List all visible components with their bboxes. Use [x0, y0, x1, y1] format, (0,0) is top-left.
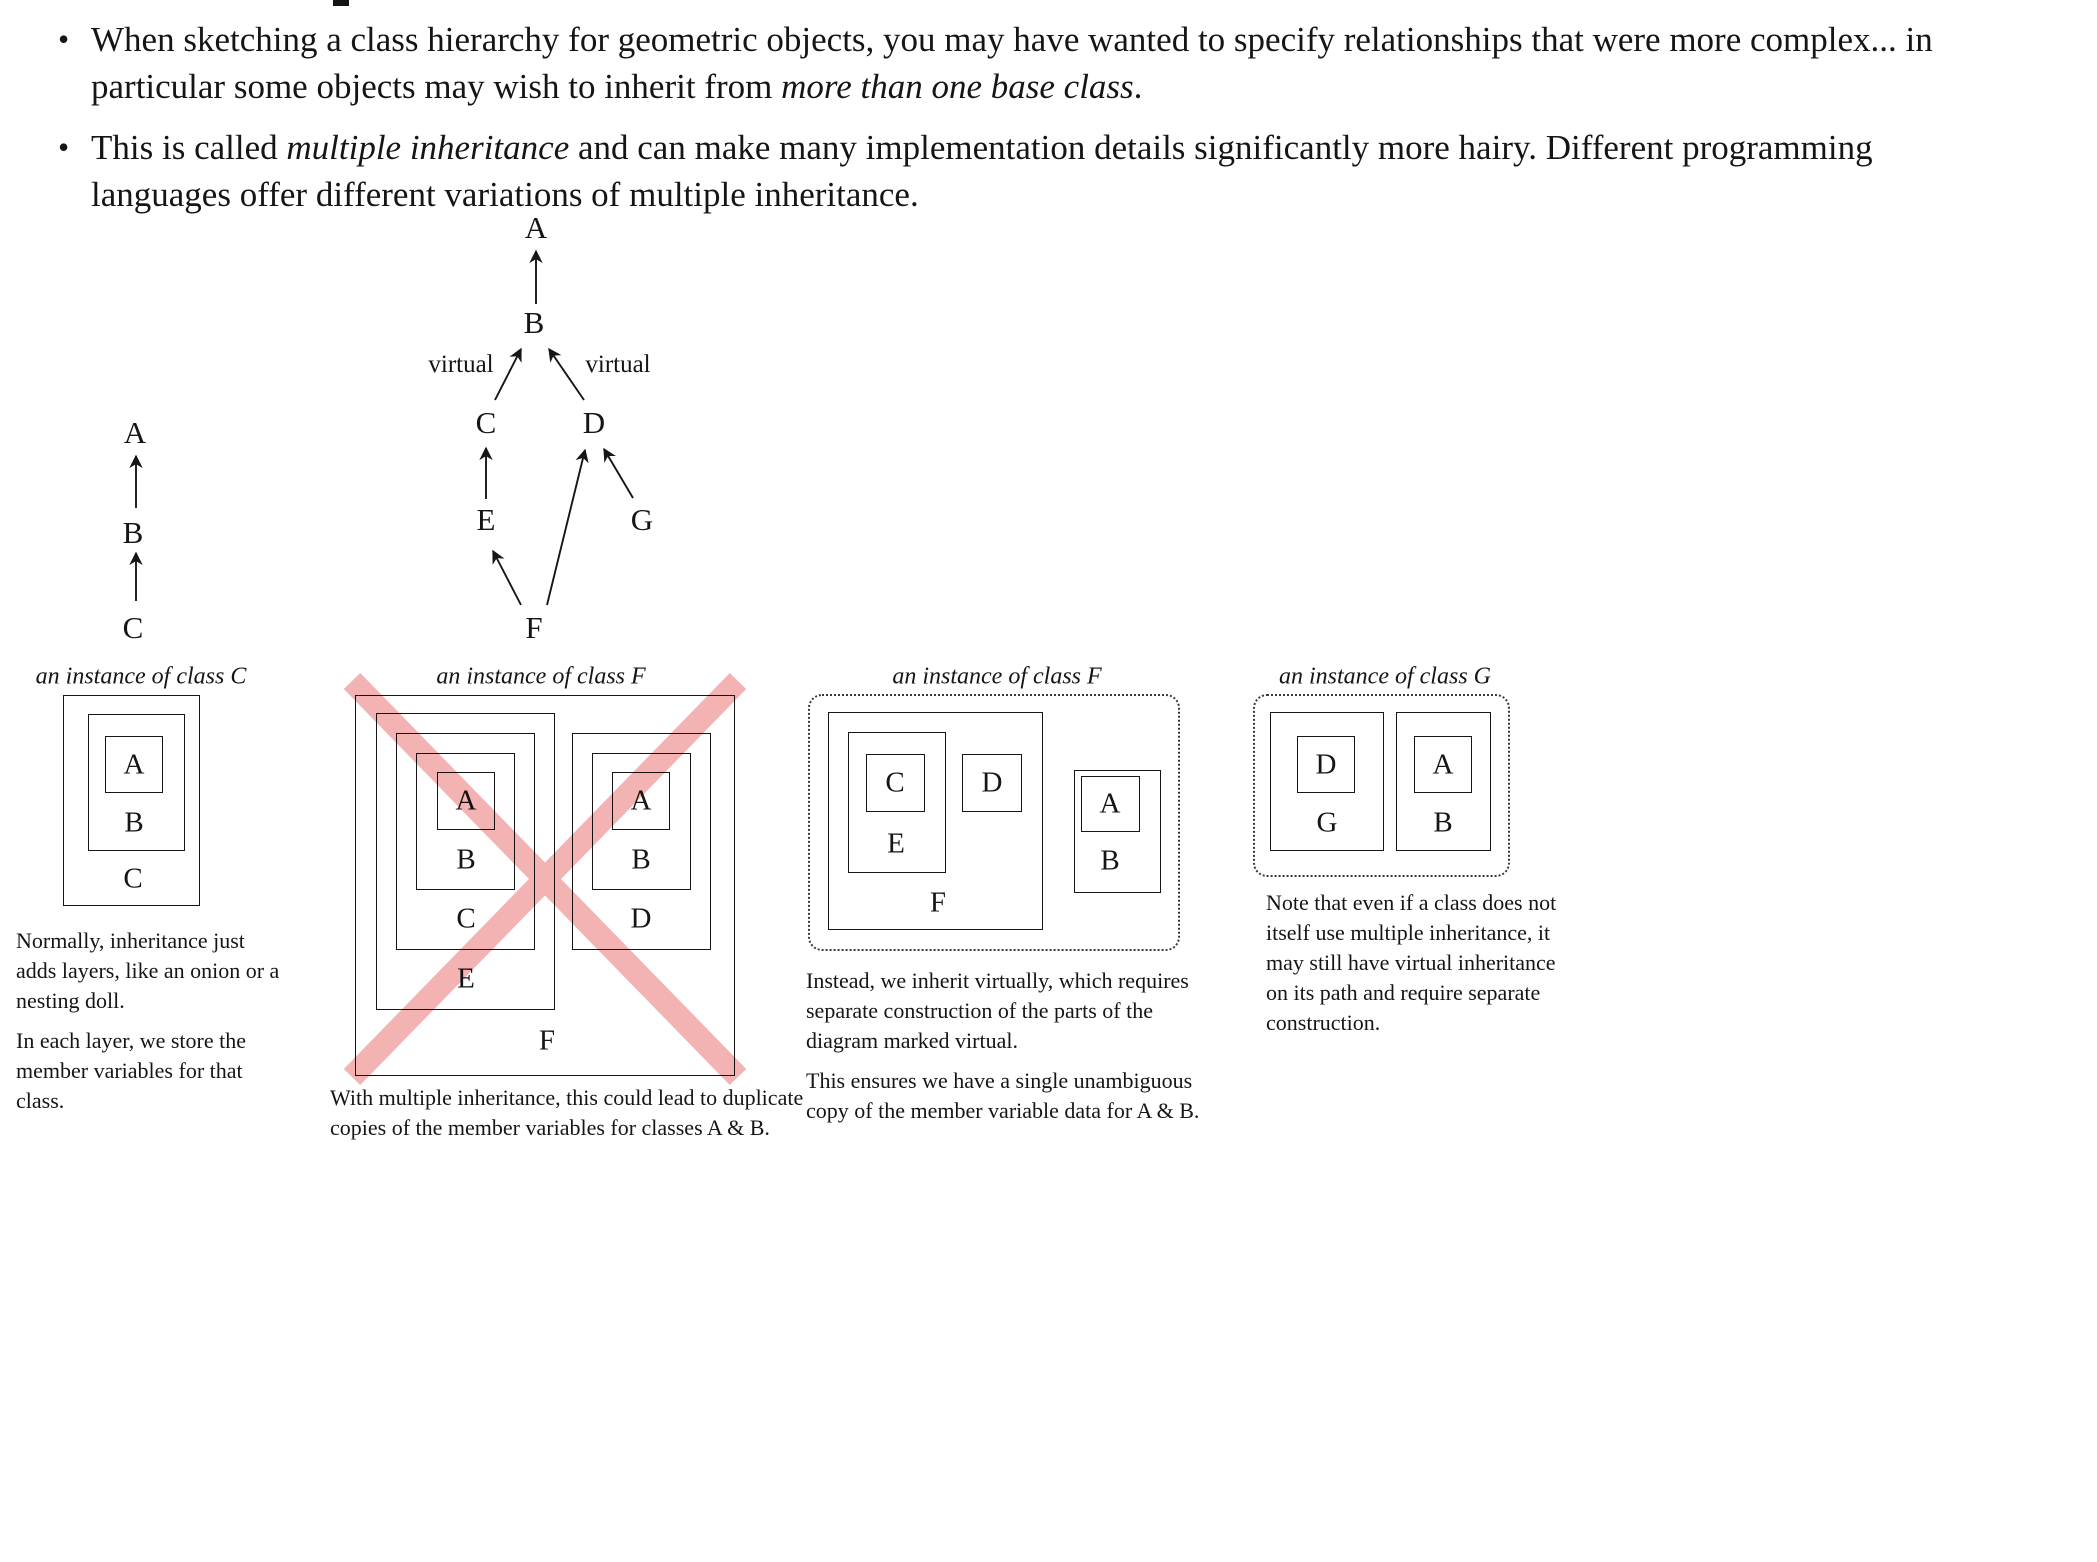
panel-4-box-d	[1297, 736, 1355, 793]
panel-3-dotted-boundary	[808, 694, 1180, 951]
panel-3-title: an instance of class F	[892, 663, 1102, 690]
panel-4-box-g	[1270, 712, 1384, 851]
caption-paragraph: Note that even if a class does not itsel…	[1266, 890, 1557, 1035]
panel-2-label-d: D	[630, 902, 652, 935]
text-emphasis: multiple inheritance	[286, 128, 570, 167]
graph-node-g: G	[630, 502, 654, 537]
arrow-f-to-e	[492, 549, 522, 606]
bullet-text-1: When sketching a class hierarchy for geo…	[91, 16, 1958, 110]
panel-2-caption: With multiple inheritance, this could le…	[330, 1083, 815, 1153]
panel-3-box-d	[962, 754, 1022, 812]
bullet-text-2: This is called multiple inheritance and …	[91, 124, 1958, 218]
bullet-glyph: •	[58, 129, 70, 165]
arrow-g-to-d	[603, 447, 634, 499]
graph-node-e: E	[476, 502, 496, 537]
chain-node-b: B	[122, 515, 144, 550]
panel-2-label-a-right: A	[630, 784, 652, 817]
virtual-label-left: virtual	[428, 351, 494, 378]
panel-3-label-b: B	[1100, 844, 1120, 877]
text-emphasis: more than one base class	[781, 67, 1134, 106]
graph-node-c: C	[475, 405, 497, 440]
panel-3-label-d: D	[981, 766, 1003, 799]
caption-paragraph: With multiple inheritance, this could le…	[330, 1085, 804, 1140]
panel-3-box-b	[1074, 770, 1161, 893]
panel-1-title: an instance of class C	[35, 663, 247, 690]
panel-1-box-a	[105, 736, 163, 793]
panel-3-label-f: F	[929, 886, 947, 919]
bullet-glyph: •	[58, 21, 70, 57]
panel-1-label-a: A	[123, 748, 145, 781]
text-segment: When sketching a class hierarchy for geo…	[91, 20, 1933, 106]
panel-4-label-g: G	[1316, 806, 1338, 839]
virtual-label-right: virtual	[585, 351, 651, 378]
panel-3-caption: Instead, we inherit virtually, which req…	[806, 966, 1201, 1136]
panel-1-label-b: B	[124, 806, 144, 839]
arrow-d-to-b-virtual	[548, 347, 585, 401]
panel-2-label-c: C	[456, 902, 476, 935]
panel-3-box-e	[848, 732, 946, 873]
panel-1-caption: Normally, inheritance just adds layers, …	[16, 926, 288, 1126]
panel-3-box-c	[866, 754, 925, 812]
panel-4-box-b	[1396, 712, 1491, 851]
graph-node-d: D	[582, 405, 606, 440]
panel-1-box-c	[63, 695, 200, 906]
panel-3-label-a: A	[1099, 787, 1121, 820]
panel-4-label-a: A	[1432, 748, 1454, 781]
panel-3-label-c: C	[885, 766, 905, 799]
panel-2-label-b-left: B	[456, 843, 476, 876]
panel-4-box-a	[1414, 736, 1472, 793]
panel-1-box-b	[88, 714, 185, 851]
caption-paragraph: This ensures we have a single unambiguou…	[806, 1068, 1200, 1123]
caption-paragraph: Instead, we inherit virtually, which req…	[806, 968, 1189, 1053]
panel-4-title: an instance of class G	[1279, 663, 1491, 690]
caption-paragraph: In each layer, we store the member varia…	[16, 1028, 247, 1113]
arrow-c-to-b-virtual	[494, 347, 522, 401]
bullet-item-2: • This is called multiple inheritance an…	[58, 124, 1958, 218]
panel-3-box-a	[1081, 776, 1140, 832]
panel-4-label-d: D	[1315, 748, 1337, 781]
graph-node-a: A	[524, 210, 548, 245]
panel-2-label-e: E	[457, 962, 475, 995]
panel-2-label-a-left: A	[455, 784, 477, 817]
panel-3-label-e: E	[887, 827, 905, 860]
panel-1-label-c: C	[123, 862, 143, 895]
chain-node-c: C	[122, 610, 144, 645]
panel-2-label-b-right: B	[631, 843, 651, 876]
panel-2-title: an instance of class F	[436, 663, 646, 690]
chain-node-a: A	[123, 415, 147, 450]
text-segment: This is called	[91, 128, 287, 167]
panel-4-caption: Note that even if a class does not itsel…	[1266, 888, 1558, 1048]
panel-4-label-b: B	[1433, 806, 1453, 839]
panel-3-box-f	[828, 712, 1043, 930]
panel-2-label-f: F	[538, 1024, 556, 1057]
text-segment: .	[1133, 67, 1143, 106]
bullet-list: • When sketching a class hierarchy for g…	[58, 16, 1958, 232]
caption-paragraph: Normally, inheritance just adds layers, …	[16, 928, 280, 1013]
bullet-item-1: • When sketching a class hierarchy for g…	[58, 16, 1958, 110]
cropped-text-artifact	[333, 0, 349, 6]
text-segment: and can make many implementation details…	[91, 128, 1873, 214]
graph-node-f: F	[525, 610, 543, 645]
graph-node-b: B	[523, 305, 545, 340]
arrow-f-to-d	[546, 448, 589, 606]
panel-4-dotted-boundary	[1253, 694, 1510, 877]
